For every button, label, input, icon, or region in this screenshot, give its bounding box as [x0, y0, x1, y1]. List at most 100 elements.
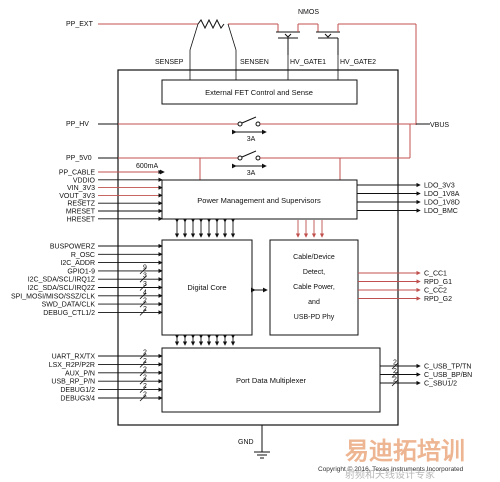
- bus-width-label: 2: [143, 358, 147, 365]
- pp-5v0-switch-a: [237, 155, 243, 161]
- bus-slash: [139, 394, 147, 402]
- bus-slash: [391, 371, 399, 378]
- bus-width-label: 2: [393, 368, 397, 375]
- sensep-label: SENSEP: [155, 59, 184, 66]
- cable-phy-line-3: Cable Power,: [293, 284, 335, 291]
- pin-label-c-cc1: C_CC1: [424, 271, 447, 278]
- sense-resistor: [197, 18, 225, 30]
- pin-label-pp-5v0: PP_5V0: [66, 155, 92, 162]
- pin-label-c-usb-tp-tn: C_USB_TP/TN: [424, 364, 471, 371]
- gnd-label: GND: [238, 439, 254, 446]
- bus-width-label: 4: [143, 289, 147, 296]
- bus-width-label: 2: [143, 298, 147, 305]
- nmos-fet-1: [276, 24, 300, 55]
- bus-slash: [139, 309, 147, 316]
- cable-phy-block: [269, 239, 359, 336]
- digital-core-label: Digital Core: [187, 283, 226, 292]
- bus-width-label: 9: [143, 264, 147, 271]
- cable-phy-line-5: USB-PD Phy: [294, 314, 335, 321]
- pin-label-ldo-3v3: LDO_3V3: [424, 183, 455, 190]
- pin-label-i2c-sda-scl-irq1z: I2C_SDA/SCL/IRQ1Z: [28, 277, 96, 284]
- pin-label-uart-rx-tx: UART_RX/TX: [52, 354, 96, 361]
- pin-label-resetz: RESETZ: [67, 201, 95, 208]
- pin-label-pp-cable: PP_CABLE: [59, 170, 96, 177]
- pin-label-swd-data-clk: SWD_DATA/CLK: [42, 302, 96, 309]
- port-mux-label: Port Data Multiplexer: [236, 376, 307, 385]
- bus-slash: [139, 377, 147, 385]
- pp-hv-switch-b: [255, 121, 261, 127]
- pin-label-hreset: HRESET: [67, 216, 96, 223]
- pp-5v0-current-label: 3A: [247, 170, 256, 177]
- sensen-label: SENSEN: [240, 59, 269, 66]
- sensep-lead: [189, 23, 199, 51]
- bus-slash: [391, 362, 399, 370]
- bus-width-label: 2: [393, 360, 397, 367]
- pin-label-aux-p-n: AUX_P/N: [65, 370, 95, 377]
- nmos-fet-2: [316, 24, 340, 55]
- hv-gate1-label: HV_GATE1: [290, 59, 326, 66]
- bus-slash: [139, 284, 147, 291]
- pin-label-vbus: VBUS: [430, 122, 449, 129]
- pp-hv-switch-blade: [241, 116, 257, 124]
- pin-label-vin-3v3: VIN_3V3: [67, 185, 95, 192]
- ic-outline: [117, 69, 399, 426]
- bus-width-label: 2: [143, 375, 147, 382]
- port-mux-block: [161, 347, 381, 413]
- pin-label-c-sbu1-2: C_SBU1/2: [424, 381, 457, 388]
- bus-slash: [139, 369, 147, 377]
- pin-label-debug-ctl1-2: DEBUG_CTL1/2: [43, 310, 95, 317]
- bus-width-label: 3: [143, 281, 147, 288]
- pin-label-rpd-g1: RPD_G1: [424, 279, 452, 286]
- bus-slash: [139, 361, 147, 368]
- pin-label-i2c-sda-scl-irq2z: I2C_SDA/SCL/IRQ2Z: [28, 285, 96, 292]
- hv-gate2-label: HV_GATE2: [340, 59, 376, 66]
- bus-slash: [139, 300, 147, 308]
- pp-5v0-switch-blade: [241, 150, 257, 158]
- pin-label-c-usb-bp-bn: C_USB_BP/BN: [424, 372, 472, 379]
- cable-phy-line-1: Cable/Device: [293, 254, 335, 261]
- pp-hv-switch-a: [237, 121, 243, 127]
- bus-width-label: 2: [143, 350, 147, 357]
- pin-label-debug1-2: DEBUG1/2: [60, 387, 95, 394]
- cable-phy-line-4: and: [308, 299, 320, 306]
- pin-label-spi-mosi-miso-ssz-clk: SPI_MOSI/MISO/SSZ/CLK: [11, 293, 95, 300]
- pin-label-pp-hv: PP_HV: [66, 121, 89, 128]
- bus-slash: [139, 292, 147, 300]
- brand-subtitle: 射频和天线设计专家: [345, 468, 435, 481]
- fet-control-block: [161, 79, 358, 105]
- pin-label-ldo-bmc: LDO_BMC: [424, 208, 458, 215]
- cable-current-label: 600mA: [136, 163, 159, 170]
- copyright-text: Copyright © 2016, Texas Instruments Inco…: [318, 465, 464, 473]
- pin-label-r-osc: R_OSC: [71, 252, 95, 259]
- bus-slash: [139, 275, 147, 283]
- bus-width-label: 2: [143, 383, 147, 390]
- pin-label-pp-ext: PP_EXT: [66, 21, 94, 28]
- fet-control-label: External FET Control and Sense: [205, 88, 313, 97]
- bus-slash: [139, 352, 147, 360]
- bus-slash: [391, 379, 399, 387]
- pp-5v0-switch-b: [255, 155, 261, 161]
- pin-label-mreset: MRESET: [66, 209, 96, 216]
- pin-label-usb-rp-p-n: USB_RP_P/N: [51, 379, 95, 386]
- bus-width-label: 2: [143, 366, 147, 373]
- pin-label-lsx-r2p-p2r: LSX_R2P/P2R: [49, 362, 95, 369]
- power-management-block: [161, 179, 358, 220]
- pin-label-ldo-1v8d: LDO_1V8D: [424, 200, 460, 207]
- bus-width-label: 2: [393, 377, 397, 384]
- pp-hv-current-label: 3A: [247, 136, 256, 143]
- bus-slash: [139, 386, 147, 393]
- pin-label-buspowerz: BUSPOWERZ: [50, 244, 96, 251]
- cable-phy-line-2: Detect,: [303, 269, 325, 276]
- power-management-label: Power Management and Supervisors: [197, 196, 321, 205]
- sensen-lead: [227, 23, 237, 51]
- pin-label-ldo-1v8a: LDO_1V8A: [424, 191, 460, 198]
- nmos-label: NMOS: [298, 9, 319, 16]
- pin-label-c-cc2: C_CC2: [424, 288, 447, 295]
- bus-slash: [139, 267, 147, 275]
- brand-watermark: 易迪拓培训: [345, 437, 465, 465]
- pin-label-debug3-4: DEBUG3/4: [60, 396, 95, 403]
- bus-width-label: 2: [143, 306, 147, 313]
- pin-label-vout-3v3: VOUT_3V3: [59, 193, 95, 200]
